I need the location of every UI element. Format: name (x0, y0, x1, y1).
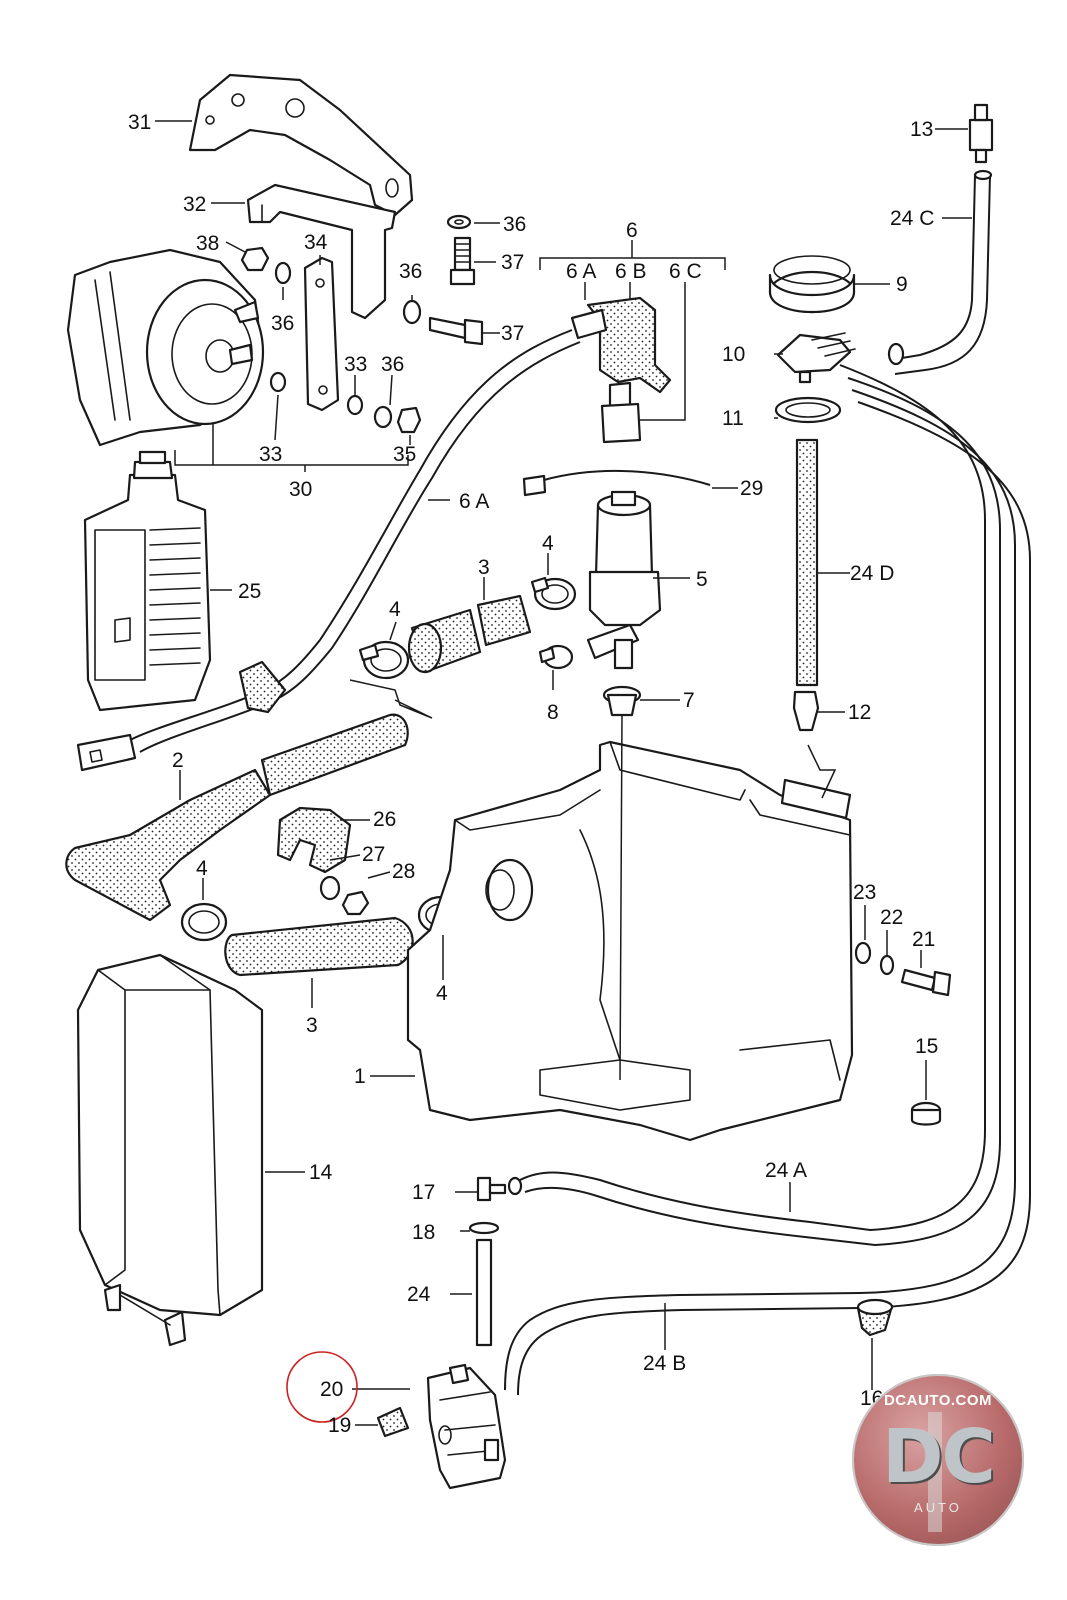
callout-34: 34 (304, 231, 328, 254)
callout-4: 4 (436, 982, 448, 1005)
grommet-6A (238, 660, 287, 714)
plug-6A (76, 733, 137, 772)
callout-37: 37 (501, 251, 524, 274)
callout-33: 33 (344, 353, 367, 376)
leader-lines (155, 120, 972, 1426)
callout-36: 36 (503, 213, 526, 236)
callout-32: 32 (183, 193, 206, 216)
grommet-7 (602, 685, 642, 717)
callout-3: 3 (306, 1014, 318, 1037)
callout-13: 13 (910, 118, 933, 141)
callout-25: 25 (238, 580, 261, 603)
dcauto-logo: DCAUTO.COM DC AUTO (852, 1374, 1024, 1546)
callout-24: 24 (407, 1283, 431, 1306)
callout-6: 6 (626, 219, 638, 242)
horn-30 (66, 248, 265, 447)
callout-24B: 24 B (643, 1352, 686, 1375)
reservoir-1 (406, 740, 854, 1142)
wire-29 (522, 469, 711, 497)
hardware-right (854, 941, 952, 1126)
callout-4: 4 (196, 857, 208, 880)
callout-10: 10 (722, 343, 745, 366)
callout-1: 1 (354, 1065, 366, 1088)
callout-labels: 31 32 38 34 36 37 36 36 37 33 36 33 35 3… (128, 111, 938, 1437)
callout-7: 7 (683, 689, 695, 712)
bracket-32 (246, 183, 397, 320)
callout-15: 15 (915, 1035, 938, 1058)
callout-4: 4 (542, 532, 554, 555)
callout-29: 29 (740, 477, 763, 500)
strap-34 (303, 256, 340, 412)
callout-5: 5 (696, 568, 708, 591)
tray-14 (76, 953, 264, 1347)
callout-26: 26 (373, 808, 396, 831)
filter-13 (968, 103, 994, 164)
hose-3-lower (224, 916, 414, 977)
logo-site-text: DCAUTO.COM (883, 1392, 993, 1409)
callout-24C: 24 C (890, 207, 934, 230)
callout-8: 8 (547, 701, 559, 724)
callout-27: 27 (362, 843, 385, 866)
callout-6A: 6 A (566, 260, 596, 283)
callout-14: 14 (309, 1161, 333, 1184)
pump-5 (586, 490, 662, 670)
callout-36: 36 (399, 260, 422, 283)
hose-3-upper (407, 594, 532, 674)
callout-2: 2 (172, 749, 184, 772)
callout-20: 20 (320, 1378, 343, 1401)
callout-22: 22 (880, 906, 903, 929)
callout-3: 3 (478, 556, 490, 579)
tube-24D (792, 438, 820, 732)
callout-24D: 24 D (850, 562, 894, 585)
clip-26 (276, 806, 370, 916)
connector-6 (570, 296, 672, 444)
callout-21: 21 (912, 928, 935, 951)
clamp-4-upper (530, 576, 577, 611)
logo-mark: DC (882, 1414, 996, 1500)
logo-sub-text: AUTO (914, 1500, 962, 1515)
valve-assembly-20 (376, 1176, 507, 1490)
callout-18: 18 (412, 1221, 435, 1244)
logo-stripe (928, 1412, 942, 1532)
callout-11: 11 (722, 407, 744, 430)
callout-6A: 6 A (459, 490, 489, 513)
clamp-4-left (358, 640, 410, 680)
hardware (240, 214, 484, 434)
gasket-11 (774, 396, 842, 424)
callout-38: 38 (196, 232, 219, 255)
callout-23: 23 (853, 881, 876, 904)
callout-37: 37 (501, 322, 524, 345)
callout-35: 35 (393, 443, 416, 466)
callout-33: 33 (259, 443, 282, 466)
clamp-4-lower-left (180, 902, 228, 942)
callout-9: 9 (896, 273, 908, 296)
nut-9 (768, 255, 856, 314)
sender-10 (776, 332, 856, 384)
callout-6B: 6 B (615, 260, 647, 283)
callout-36: 36 (381, 353, 404, 376)
callout-24A: 24 A (765, 1159, 807, 1182)
callout-12: 12 (848, 701, 871, 724)
callout-28: 28 (392, 860, 415, 883)
callout-20-highlight (286, 1351, 358, 1423)
callout-31: 31 (128, 111, 151, 134)
callout-17: 17 (412, 1181, 435, 1204)
callout-30: 30 (289, 478, 312, 501)
grommet-16 (856, 1298, 894, 1337)
callout-4: 4 (389, 598, 401, 621)
callout-36: 36 (271, 312, 294, 335)
clamp-8 (538, 644, 574, 670)
callout-19: 19 (328, 1414, 351, 1437)
callout-6C: 6 C (669, 260, 702, 283)
bottle-25 (83, 450, 212, 712)
hose-2 (65, 713, 409, 922)
